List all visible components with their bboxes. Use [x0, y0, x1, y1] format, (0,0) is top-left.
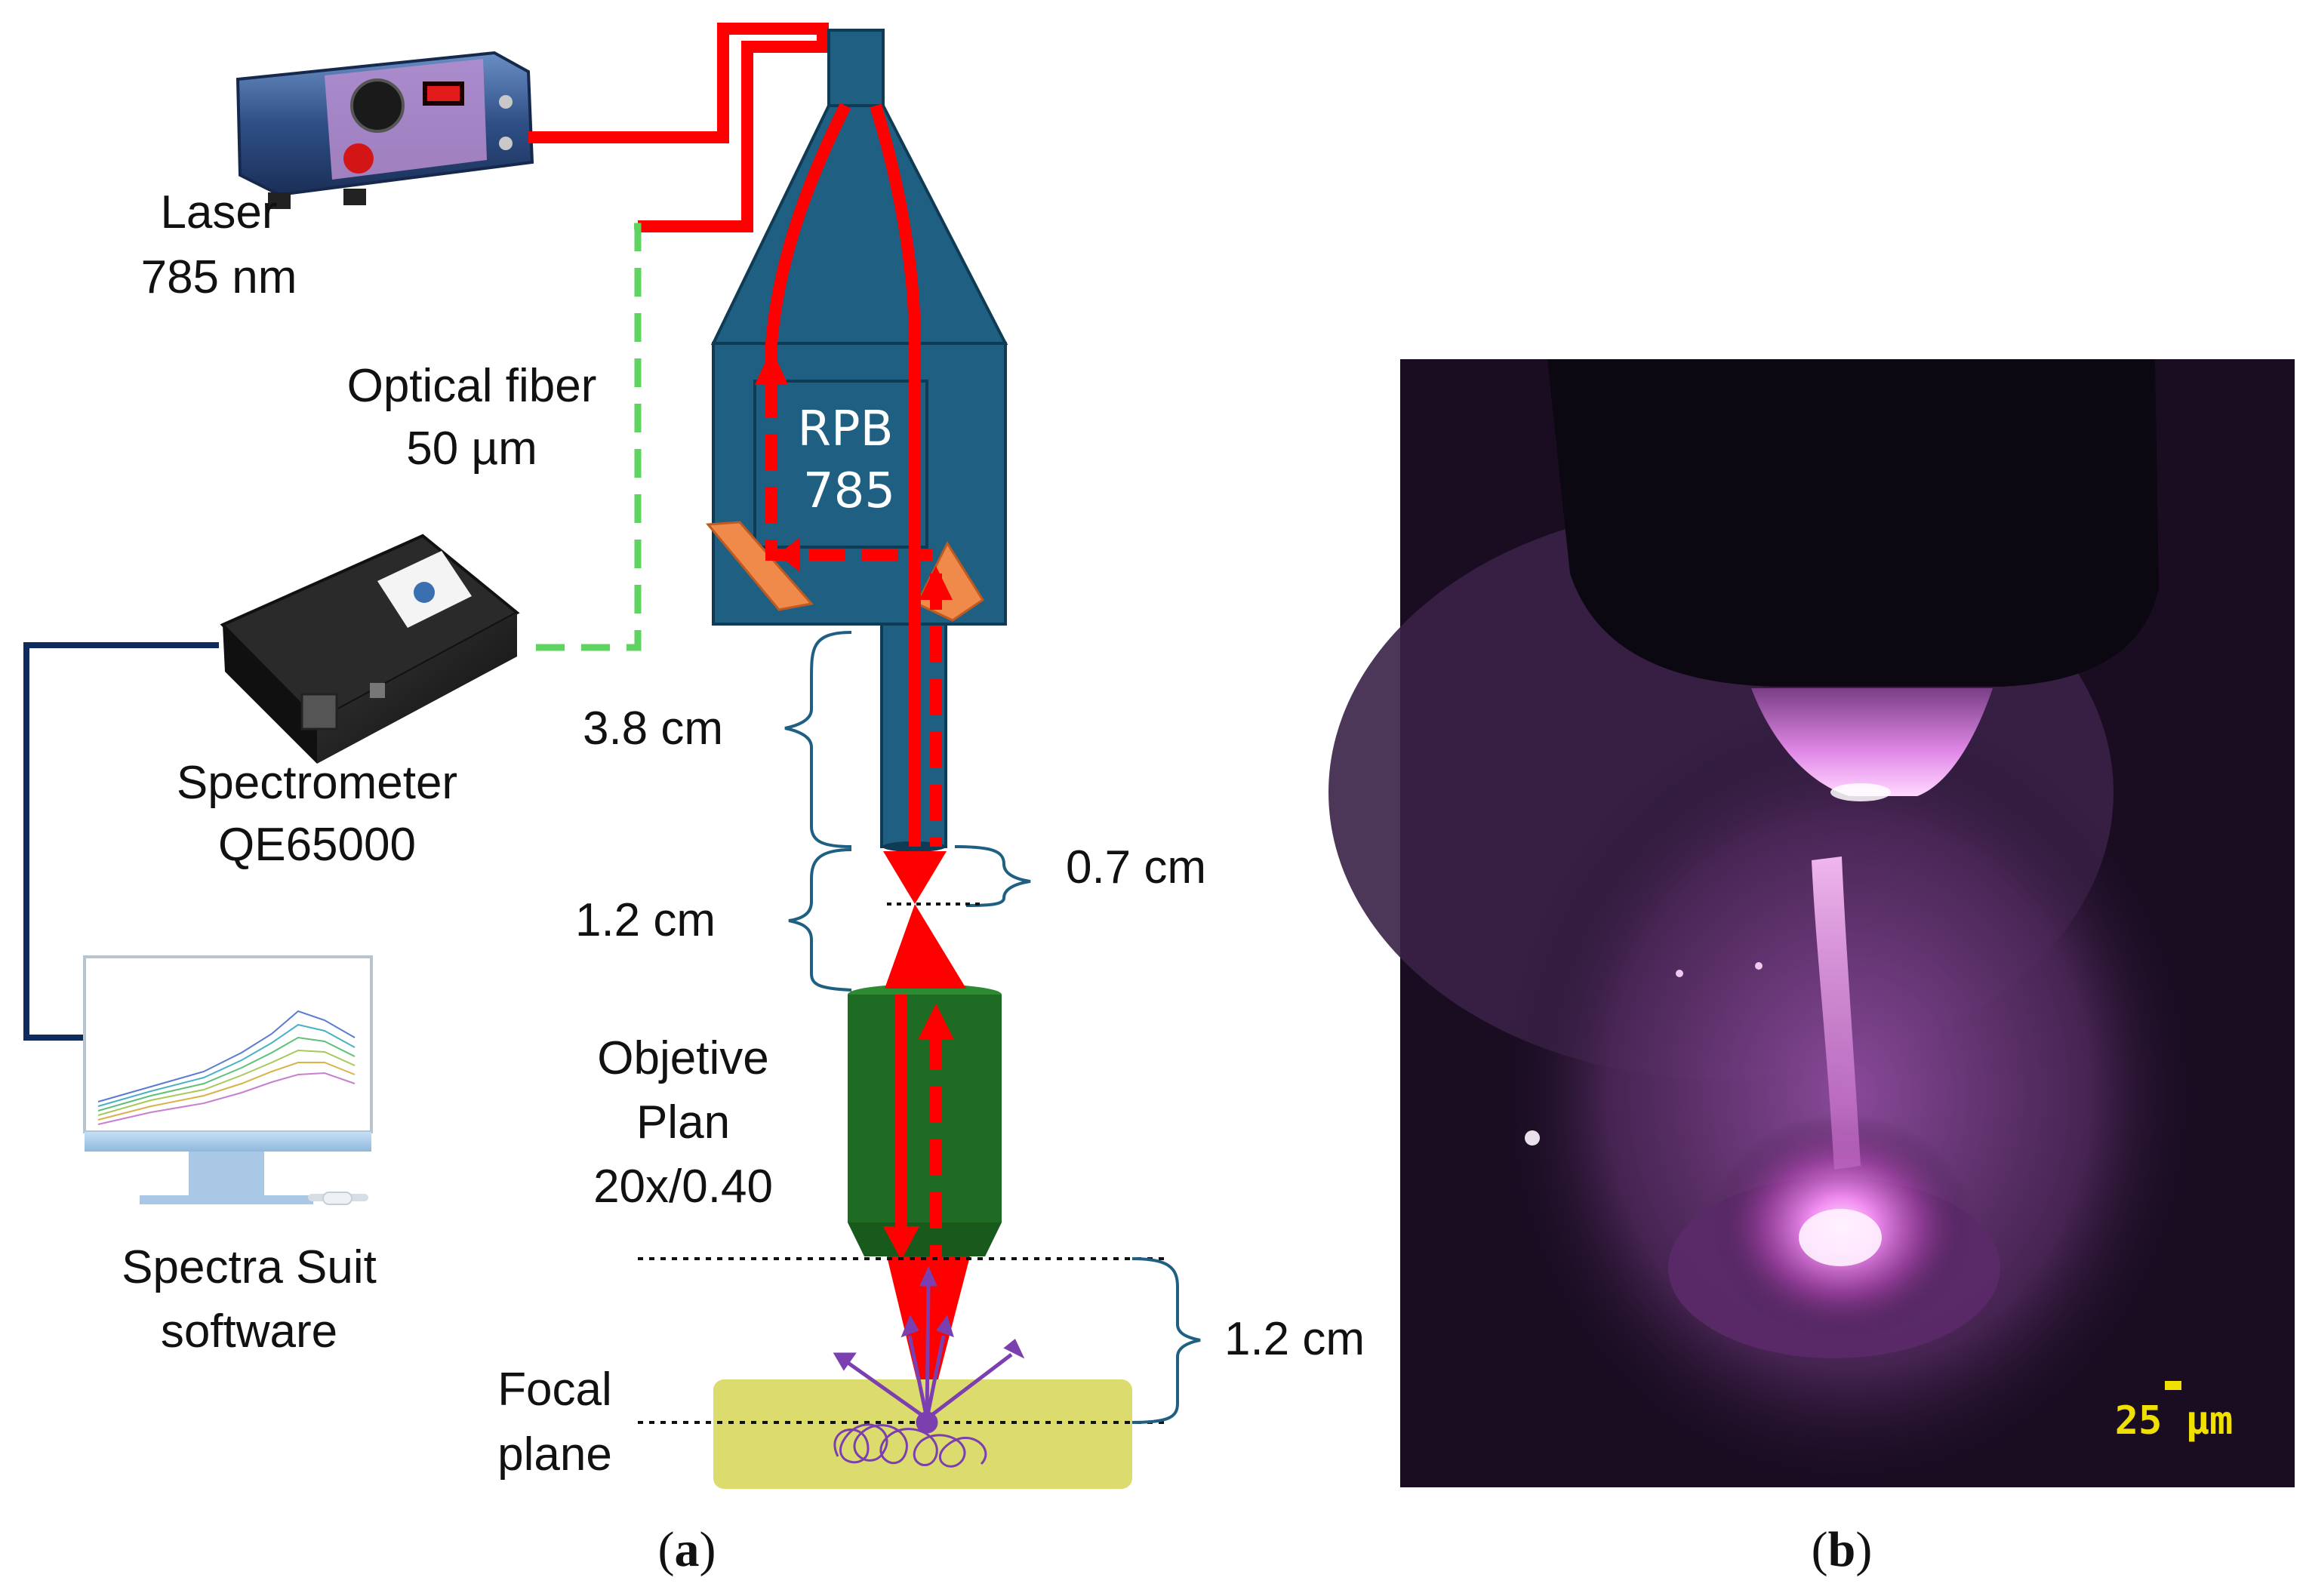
lens-focus-label: 0.7 cm [1066, 841, 1206, 893]
micrograph-panel [1328, 359, 2295, 1487]
excitation-fiber [528, 23, 834, 232]
bracket-focus [954, 845, 1031, 907]
return-arrow-mirror [919, 566, 953, 600]
collection-fiber [525, 223, 642, 651]
tube-length-label: 3.8 cm [583, 703, 723, 755]
software-line1-label: Spectra Suit [122, 1241, 377, 1293]
caption-b: (b) [1812, 1522, 1873, 1577]
bracket-lens-gap [788, 848, 852, 992]
fiber-name-label: Optical fiber [347, 360, 597, 412]
laser-wavelength-label: 785 nm [141, 251, 297, 303]
bracket-tube [784, 631, 852, 848]
objective-line1-label: Objetive [597, 1032, 768, 1084]
working-distance-label: 1.2 cm [1224, 1313, 1365, 1365]
computer-monitor [83, 955, 373, 1205]
sample-slab [713, 1379, 1132, 1489]
mirror-left [705, 521, 814, 611]
raman-return-beam [765, 381, 942, 1264]
caption-a: (a) [658, 1522, 716, 1577]
spectrometer-model-label: QE65000 [218, 819, 416, 871]
excitation-beam [765, 103, 921, 847]
objective-line3-label: 20x/0.40 [593, 1161, 773, 1213]
software-line2-label: software [161, 1305, 337, 1358]
probe-wavelength-label: 785 [803, 463, 895, 519]
fiber-size-label: 50 µm [406, 423, 537, 475]
beam-focus-upper [883, 851, 947, 904]
scattering-rays [833, 1265, 1025, 1434]
beam-expansion-lower [885, 904, 966, 989]
scale-bar [2165, 1381, 2181, 1390]
focal-line1-label: Focal [497, 1364, 612, 1416]
excitation-arrow-objective [883, 1226, 919, 1260]
laser-device [236, 51, 534, 209]
probe-name-label: RPB [798, 401, 894, 457]
brackets [784, 631, 1201, 1424]
objective-line2-label: Plan [636, 1096, 730, 1149]
bracket-working-distance [1131, 1257, 1201, 1424]
scale-bar-label: 25 µm [2115, 1398, 2234, 1444]
diffuse-scatter-loops [833, 1423, 987, 1468]
focal-line2-label: plane [497, 1428, 612, 1481]
return-arrow-objective [918, 1004, 954, 1040]
laser-name-label: Laser [160, 186, 277, 238]
spectrometer-name-label: Spectrometer [177, 757, 457, 809]
return-arrow-left [777, 537, 800, 572]
usb-cable [23, 642, 219, 1041]
objective-lens [848, 984, 1002, 1256]
lens-gap-label: 1.2 cm [575, 894, 716, 946]
spectrometer-device [220, 534, 520, 764]
return-arrow-probe [755, 349, 788, 385]
